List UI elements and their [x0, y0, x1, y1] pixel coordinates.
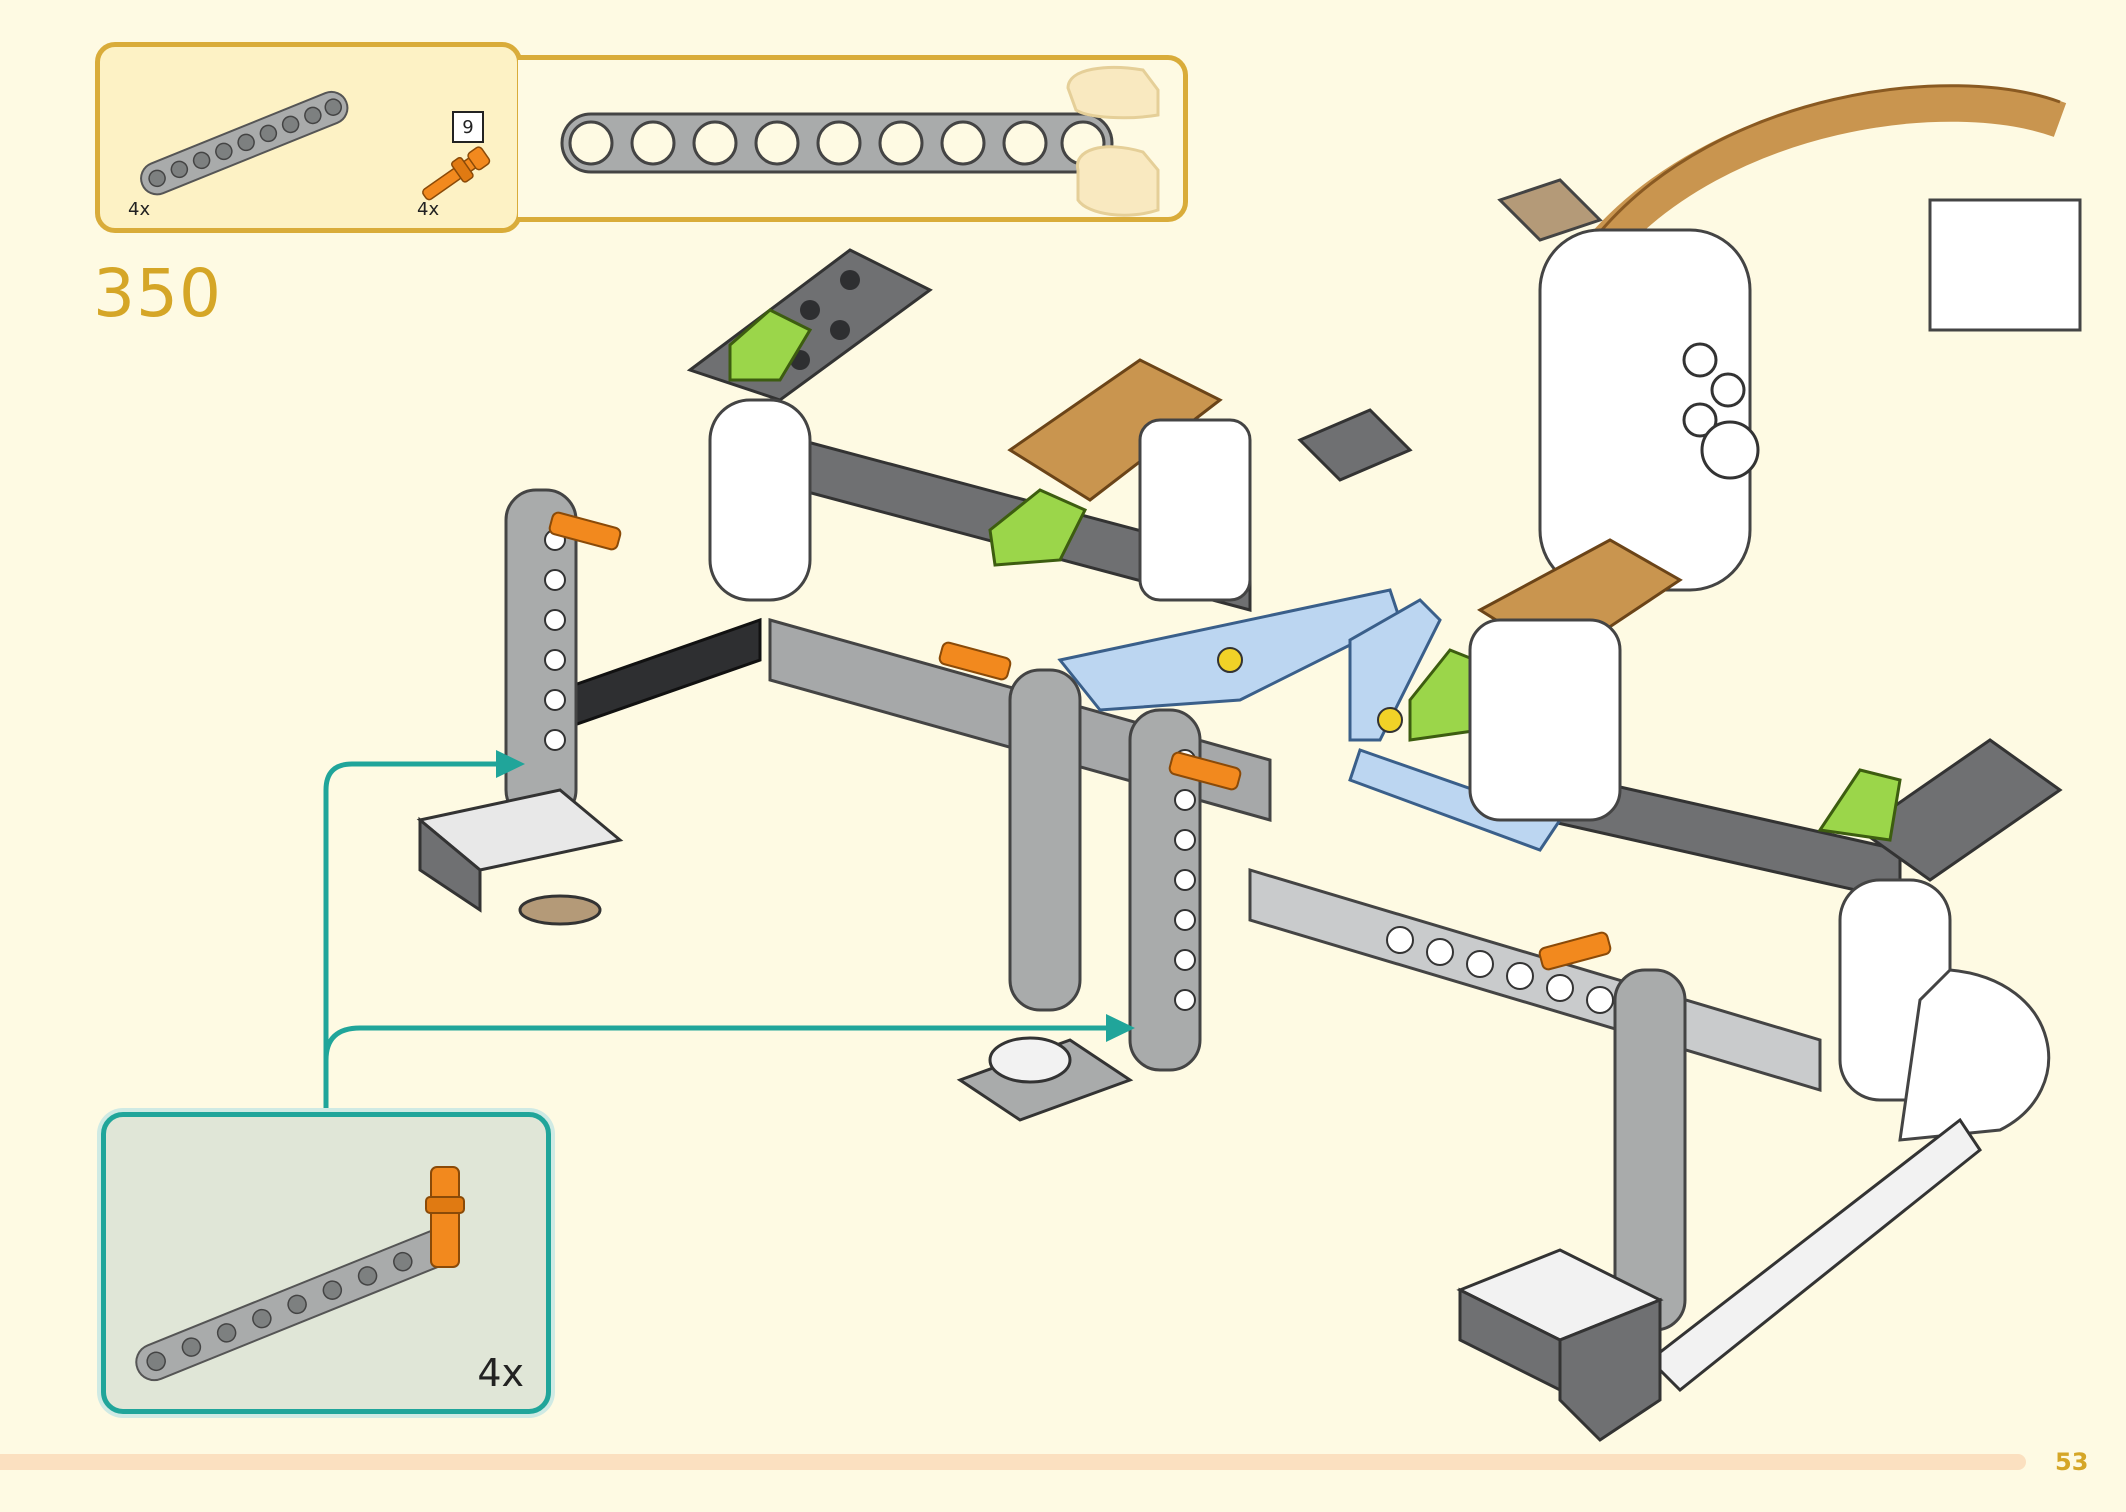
liftarm-with-pin-image — [135, 1166, 465, 1382]
liftarm-quantity: 4x — [128, 199, 151, 220]
white-tower-right — [1468, 618, 1622, 822]
step-number: 350 — [93, 255, 222, 332]
subassembly-quantity: 4x — [477, 1351, 524, 1395]
parts-list-panel: 9 4x 4x — [95, 42, 522, 233]
lime-slope-far-right — [1817, 768, 1902, 842]
pin-quantity: 4x — [417, 199, 440, 220]
subassembly-panel: 4x — [101, 1112, 551, 1414]
tan-arch — [1586, 85, 2067, 262]
white-tower-mid — [1138, 418, 1252, 602]
dark-plate-right-top — [1857, 738, 2063, 882]
orange-pin-part-image — [422, 146, 491, 201]
white-round-stack-left — [708, 398, 812, 602]
arrow-head-left — [496, 750, 525, 778]
finger-icon — [1066, 65, 1160, 217]
lime-slope-left — [728, 308, 813, 382]
arrow-head-mid — [1106, 1014, 1135, 1042]
tan-plate-mid — [1007, 358, 1223, 502]
page-number: 53 — [2055, 1448, 2089, 1476]
vertical-liftarm-mid-a — [1008, 668, 1082, 1012]
footer-progress-bar — [0, 1454, 2026, 1470]
grey-plate-mid — [1297, 408, 1413, 482]
grey-liftarm-part-image — [140, 90, 349, 196]
lime-slope-mid — [988, 488, 1088, 567]
model-illustration — [416, 84, 2082, 1442]
beam-length-badge: 9 — [452, 111, 484, 143]
orange-pins — [548, 511, 1612, 971]
liftarm-length-ruler — [560, 112, 1114, 174]
length-ruler-panel — [518, 55, 1188, 222]
light-blue-liftarm-b — [1348, 598, 1442, 742]
